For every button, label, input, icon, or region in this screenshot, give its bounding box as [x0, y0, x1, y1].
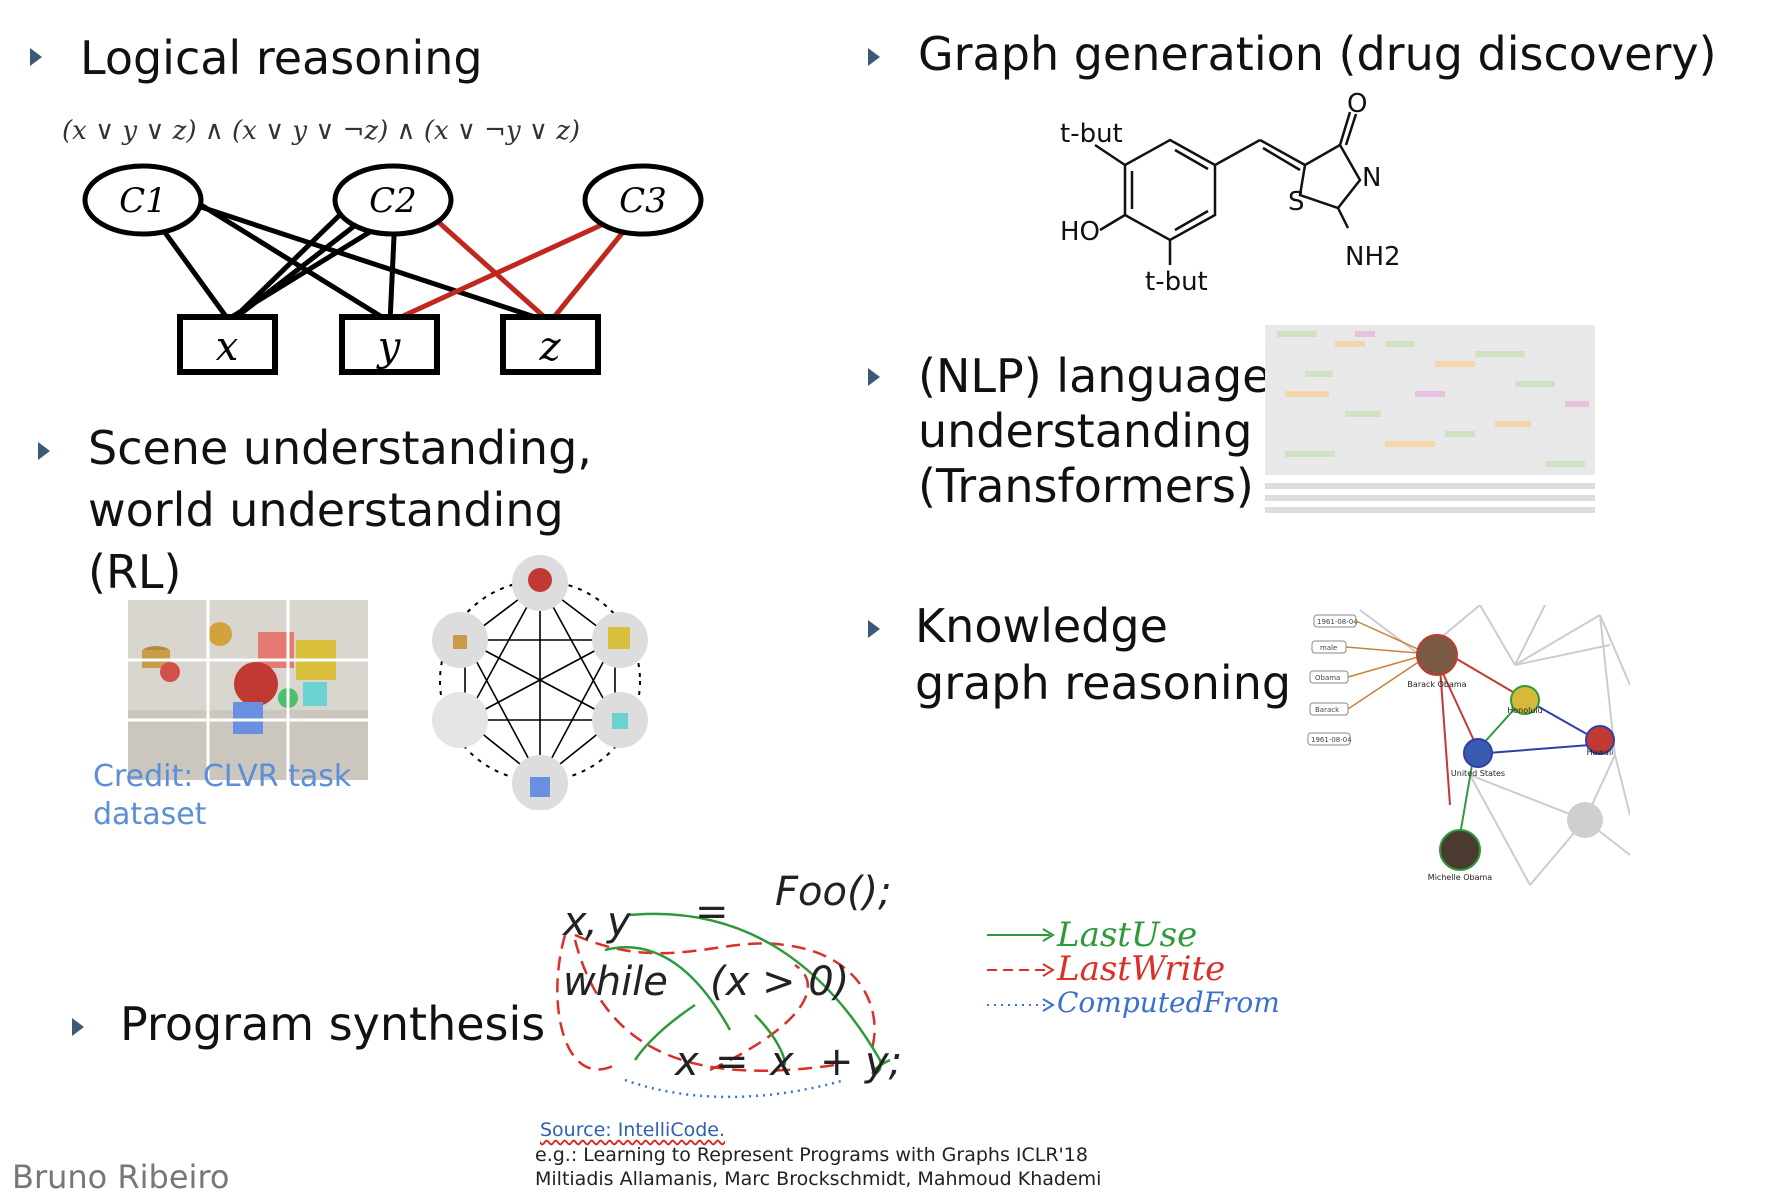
kg-barack-node [1416, 634, 1458, 676]
code-x: x [561, 899, 587, 945]
clause-c2-node [332, 163, 454, 237]
footer-author: Bruno Ribeiro [12, 1158, 230, 1196]
kg-honolulu-label: Honolulu [1507, 706, 1542, 715]
variable-x-node [177, 314, 278, 375]
kg-obama-label: Obama [1315, 674, 1340, 682]
kg-michelle-node [1439, 829, 1481, 871]
source-authors-line: Miltiadis Allamanis, Marc Brockschmidt, … [535, 1168, 1102, 1190]
program-graph: x , y = Foo(); while (x > 0) x = x + y; [556, 869, 902, 1099]
nitrogen-label: N [1362, 163, 1381, 193]
clause-c3-node [582, 163, 704, 237]
source-citation-line: e.g.: Learning to Represent Programs wit… [535, 1144, 1088, 1166]
sulfur-label: S [1288, 187, 1305, 217]
code-x2: x [673, 1039, 699, 1085]
nlp-title-line3: (Transformers) [918, 459, 1254, 513]
kg-hawaii-node [1585, 725, 1615, 755]
logical-reasoning-title: Logical reasoning [80, 31, 483, 85]
kg-hawaii-label: Hawaii [1587, 748, 1614, 757]
kg-michelle-label: Michelle Obama [1428, 873, 1492, 882]
variable-y-node [339, 314, 440, 375]
source-link[interactable]: Source: IntelliCode. [540, 1119, 725, 1141]
edge-legend: LastUse LastWrite ComputedFrom [987, 915, 1280, 1019]
ho-label: HO [1060, 217, 1100, 247]
clvr-scene-grid [128, 600, 368, 780]
variable-z-label: z [538, 324, 561, 370]
bullet-marker [38, 442, 50, 460]
view-graph [432, 555, 648, 810]
knowledge-graph: 1961-08-04 male Obama Barack 1961-08-04 … [1307, 605, 1630, 886]
view-node [432, 692, 488, 748]
code-cond: (x > 0) [710, 959, 849, 1005]
variable-x-label: x [216, 324, 239, 370]
kg-barack-label: Barack [1315, 706, 1340, 714]
code-y: y [606, 899, 632, 945]
code-x3: x [768, 1039, 794, 1085]
molecule-diagram: t-but HO t-but O N S NH2 [1060, 90, 1401, 297]
legend-last-use: LastUse [1056, 915, 1197, 955]
credit-line2: dataset [93, 797, 207, 832]
code-foo: Foo(); [775, 869, 892, 915]
bullet-marker [868, 48, 880, 66]
kg-date2-label: 1961-08-04 [1311, 736, 1352, 744]
clause-c1-node [82, 163, 204, 237]
clause-c2-label: C2 [369, 181, 417, 221]
clause-c1-label: C1 [119, 181, 167, 221]
code-eq2: = [715, 1039, 749, 1085]
legend-computed-from: ComputedFrom [1057, 986, 1280, 1019]
bullet-marker [868, 620, 880, 638]
code-plus: + [820, 1039, 854, 1085]
nlp-title-line2: understanding [918, 404, 1253, 458]
code-while: while [563, 959, 668, 1005]
code-eq: = [695, 889, 729, 935]
scene-title-line3: (RL) [88, 545, 182, 599]
kg-date-label: 1961-08-04 [1317, 618, 1358, 626]
variable-y-label: y [376, 324, 402, 370]
code-y2: y; [864, 1039, 902, 1085]
scene-title-line1: Scene understanding, [88, 421, 592, 475]
kg-male-label: male [1320, 644, 1337, 652]
credit-line1: Credit: CLVR task [93, 759, 352, 794]
factor-graph: C1 C2 C3 x y z [82, 163, 704, 375]
tbut-bottom-label: t-but [1145, 267, 1208, 297]
kg-usa-node [1463, 738, 1493, 768]
attention-visualization [1265, 325, 1595, 513]
clause-c3-label: C3 [619, 181, 667, 221]
nh2-label: NH2 [1345, 242, 1401, 272]
program-synthesis-title: Program synthesis [120, 997, 546, 1051]
graph-generation-title: Graph generation (drug discovery) [918, 27, 1717, 81]
scene-title-line2: world understanding [88, 483, 564, 537]
bullet-marker [868, 368, 880, 386]
nlp-title-line1: (NLP) language [918, 349, 1271, 403]
sat-formula: (x ∨ y ∨ z) ∧ (x ∨ y ∨ ¬z) ∧ (x ∨ ¬y ∨ z… [62, 116, 581, 146]
oxygen-label: O [1347, 90, 1367, 119]
legend-last-write: LastWrite [1056, 949, 1225, 989]
variable-z-node [500, 314, 601, 375]
knowledge-title-line2: graph reasoning [915, 656, 1292, 710]
code-comma: , [585, 899, 598, 945]
knowledge-title-line1: Knowledge [915, 599, 1168, 653]
kg-honolulu-node [1510, 685, 1540, 715]
tbut-top-label: t-but [1060, 119, 1123, 149]
kg-barack-obama-label: Barack Obama [1407, 680, 1466, 689]
bullet-marker [72, 1018, 84, 1036]
kg-usa-label: United States [1451, 769, 1505, 778]
bullet-marker [30, 48, 42, 66]
